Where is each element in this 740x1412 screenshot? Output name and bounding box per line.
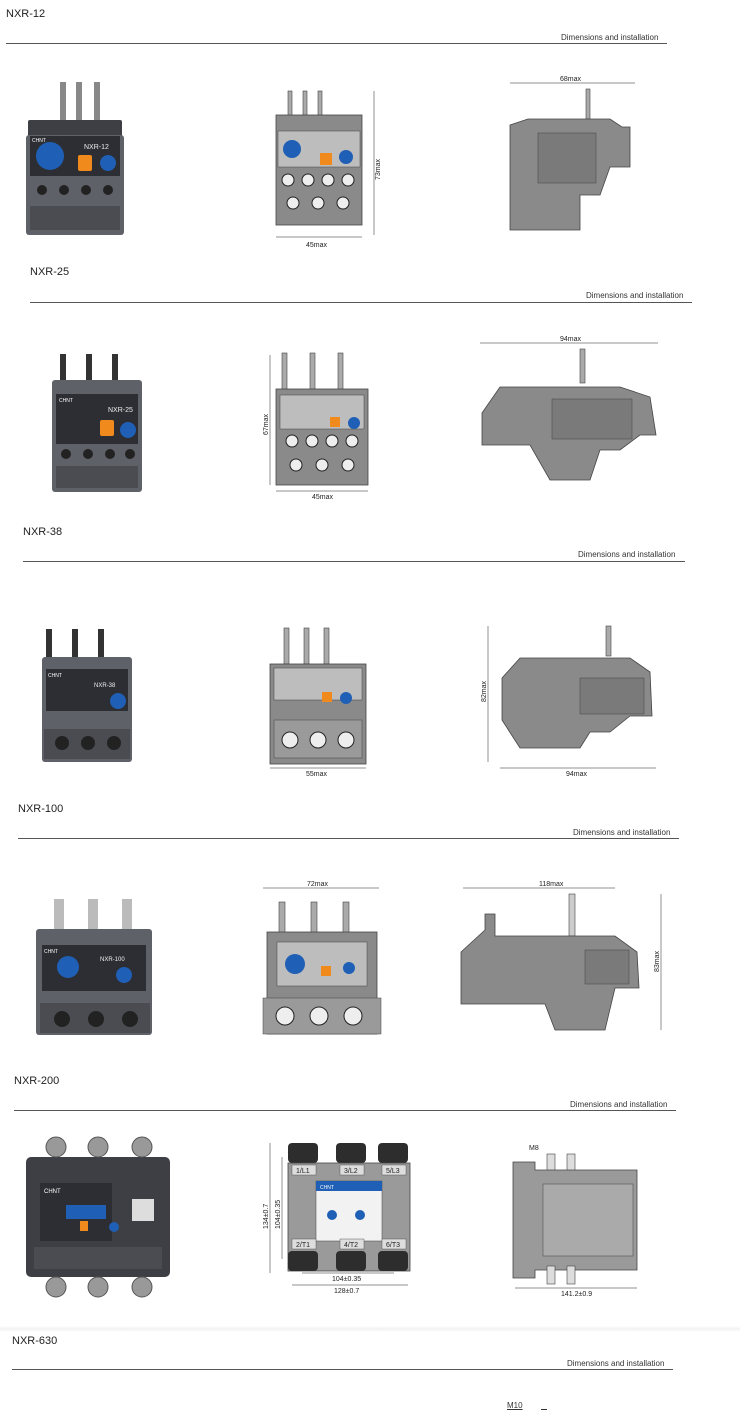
side-drawing-nxr-200: M8 141.2±0.9: [512, 1145, 638, 1298]
terminal-bottom-3: 6/T3: [386, 1242, 400, 1249]
header-rule: [23, 561, 685, 562]
terminal-bottom-1: 2/T1: [296, 1242, 310, 1249]
dim-bolt: M8: [529, 1145, 539, 1152]
side-drawing-nxr-38: 82max 94max: [481, 625, 656, 778]
dim-depth: 118max: [539, 881, 564, 888]
divider-band: [0, 1326, 740, 1332]
side-drawing-nxr-25: 94max: [480, 336, 658, 481]
side-drawing-nxr-100: 118max 83max: [460, 881, 662, 1031]
dim-tick: [541, 1409, 547, 1410]
dim-w-inner: 104±0.35: [332, 1276, 361, 1283]
header-rule: [30, 302, 692, 303]
dim-width: 45max: [312, 494, 334, 501]
dim-depth: 94max: [560, 336, 582, 343]
model-title: NXR-630: [12, 1335, 58, 1347]
terminal-bottom-2: 4/T2: [344, 1242, 358, 1249]
header-rule: [18, 838, 679, 839]
dimensions-header: Dimensions and installation: [578, 550, 676, 559]
dim-width: 72max: [307, 881, 329, 888]
brand-logo: CHNT: [32, 138, 46, 144]
terminal-top-1: 1/L1: [296, 1168, 310, 1175]
side-drawing-nxr-12: 68max: [509, 76, 635, 231]
brand-logo: CHNT: [44, 949, 58, 955]
dim-bolt: M10: [507, 1401, 523, 1410]
dim-height: 67max: [263, 413, 270, 435]
dim-height: 73max: [375, 158, 382, 180]
terminal-top-2: 3/L2: [344, 1168, 358, 1175]
photo-model-label: NXR-100: [100, 957, 125, 963]
dimensions-header: Dimensions and installation: [567, 1359, 665, 1368]
dim-height: 83max: [654, 950, 661, 972]
product-photo-nxr-100: CHNT NXR-100: [36, 899, 152, 1035]
brand-logo: CHNT: [59, 398, 73, 404]
dimensions-header: Dimensions and installation: [573, 828, 671, 837]
front-drawing-nxr-38: 55max: [269, 627, 367, 778]
photo-model-label: NXR-25: [108, 407, 133, 414]
front-drawing-nxr-100: 72max: [262, 881, 382, 1035]
dim-width: 45max: [306, 242, 328, 249]
brand-logo: CHNT: [48, 673, 62, 679]
terminal-top-3: 5/L3: [386, 1168, 400, 1175]
front-drawing-nxr-200: 1/L1 3/L2 5/L3 CHNT 2/T1 4/T2 6/T3 134±0…: [263, 1143, 411, 1295]
header-rule: [14, 1110, 676, 1111]
model-title: NXR-38: [23, 526, 63, 538]
brand-logo: CHNT: [44, 1189, 61, 1195]
brand-logo: CHNT: [320, 1185, 334, 1191]
dim-depth: 68max: [560, 76, 582, 83]
dimensions-header: Dimensions and installation: [561, 33, 659, 42]
model-title: NXR-12: [6, 8, 46, 20]
model-title: NXR-100: [18, 803, 64, 815]
product-photo-nxr-25: CHNT NXR-25: [52, 354, 142, 492]
dim-w-outer: 128±0.7: [334, 1288, 359, 1295]
model-title: NXR-25: [30, 266, 70, 278]
front-drawing-nxr-12: 45max 73max: [275, 90, 382, 249]
dimensions-header: Dimensions and installation: [570, 1100, 668, 1109]
product-photo-nxr-38: CHNT NXR-38: [42, 629, 132, 762]
front-drawing-nxr-25: 45max 67max: [263, 352, 369, 501]
dim-width: 55max: [306, 771, 328, 778]
dim-depth: 141.2±0.9: [561, 1291, 592, 1298]
header-rule: [6, 43, 667, 44]
photo-model-label: NXR-12: [84, 144, 109, 151]
header-rule: [12, 1369, 673, 1370]
dim-h-outer: 134±0.7: [263, 1204, 270, 1229]
dimensions-header: Dimensions and installation: [586, 291, 684, 300]
dim-h-inner: 104±0.35: [275, 1200, 282, 1229]
model-title: NXR-200: [14, 1075, 60, 1087]
product-photo-nxr-200: CHNT: [26, 1136, 170, 1298]
product-photo-nxr-12: CHNT NXR-12: [26, 82, 124, 235]
photo-model-label: NXR-38: [94, 683, 116, 689]
dim-depth: 94max: [566, 771, 588, 778]
dim-height: 82max: [481, 680, 488, 702]
